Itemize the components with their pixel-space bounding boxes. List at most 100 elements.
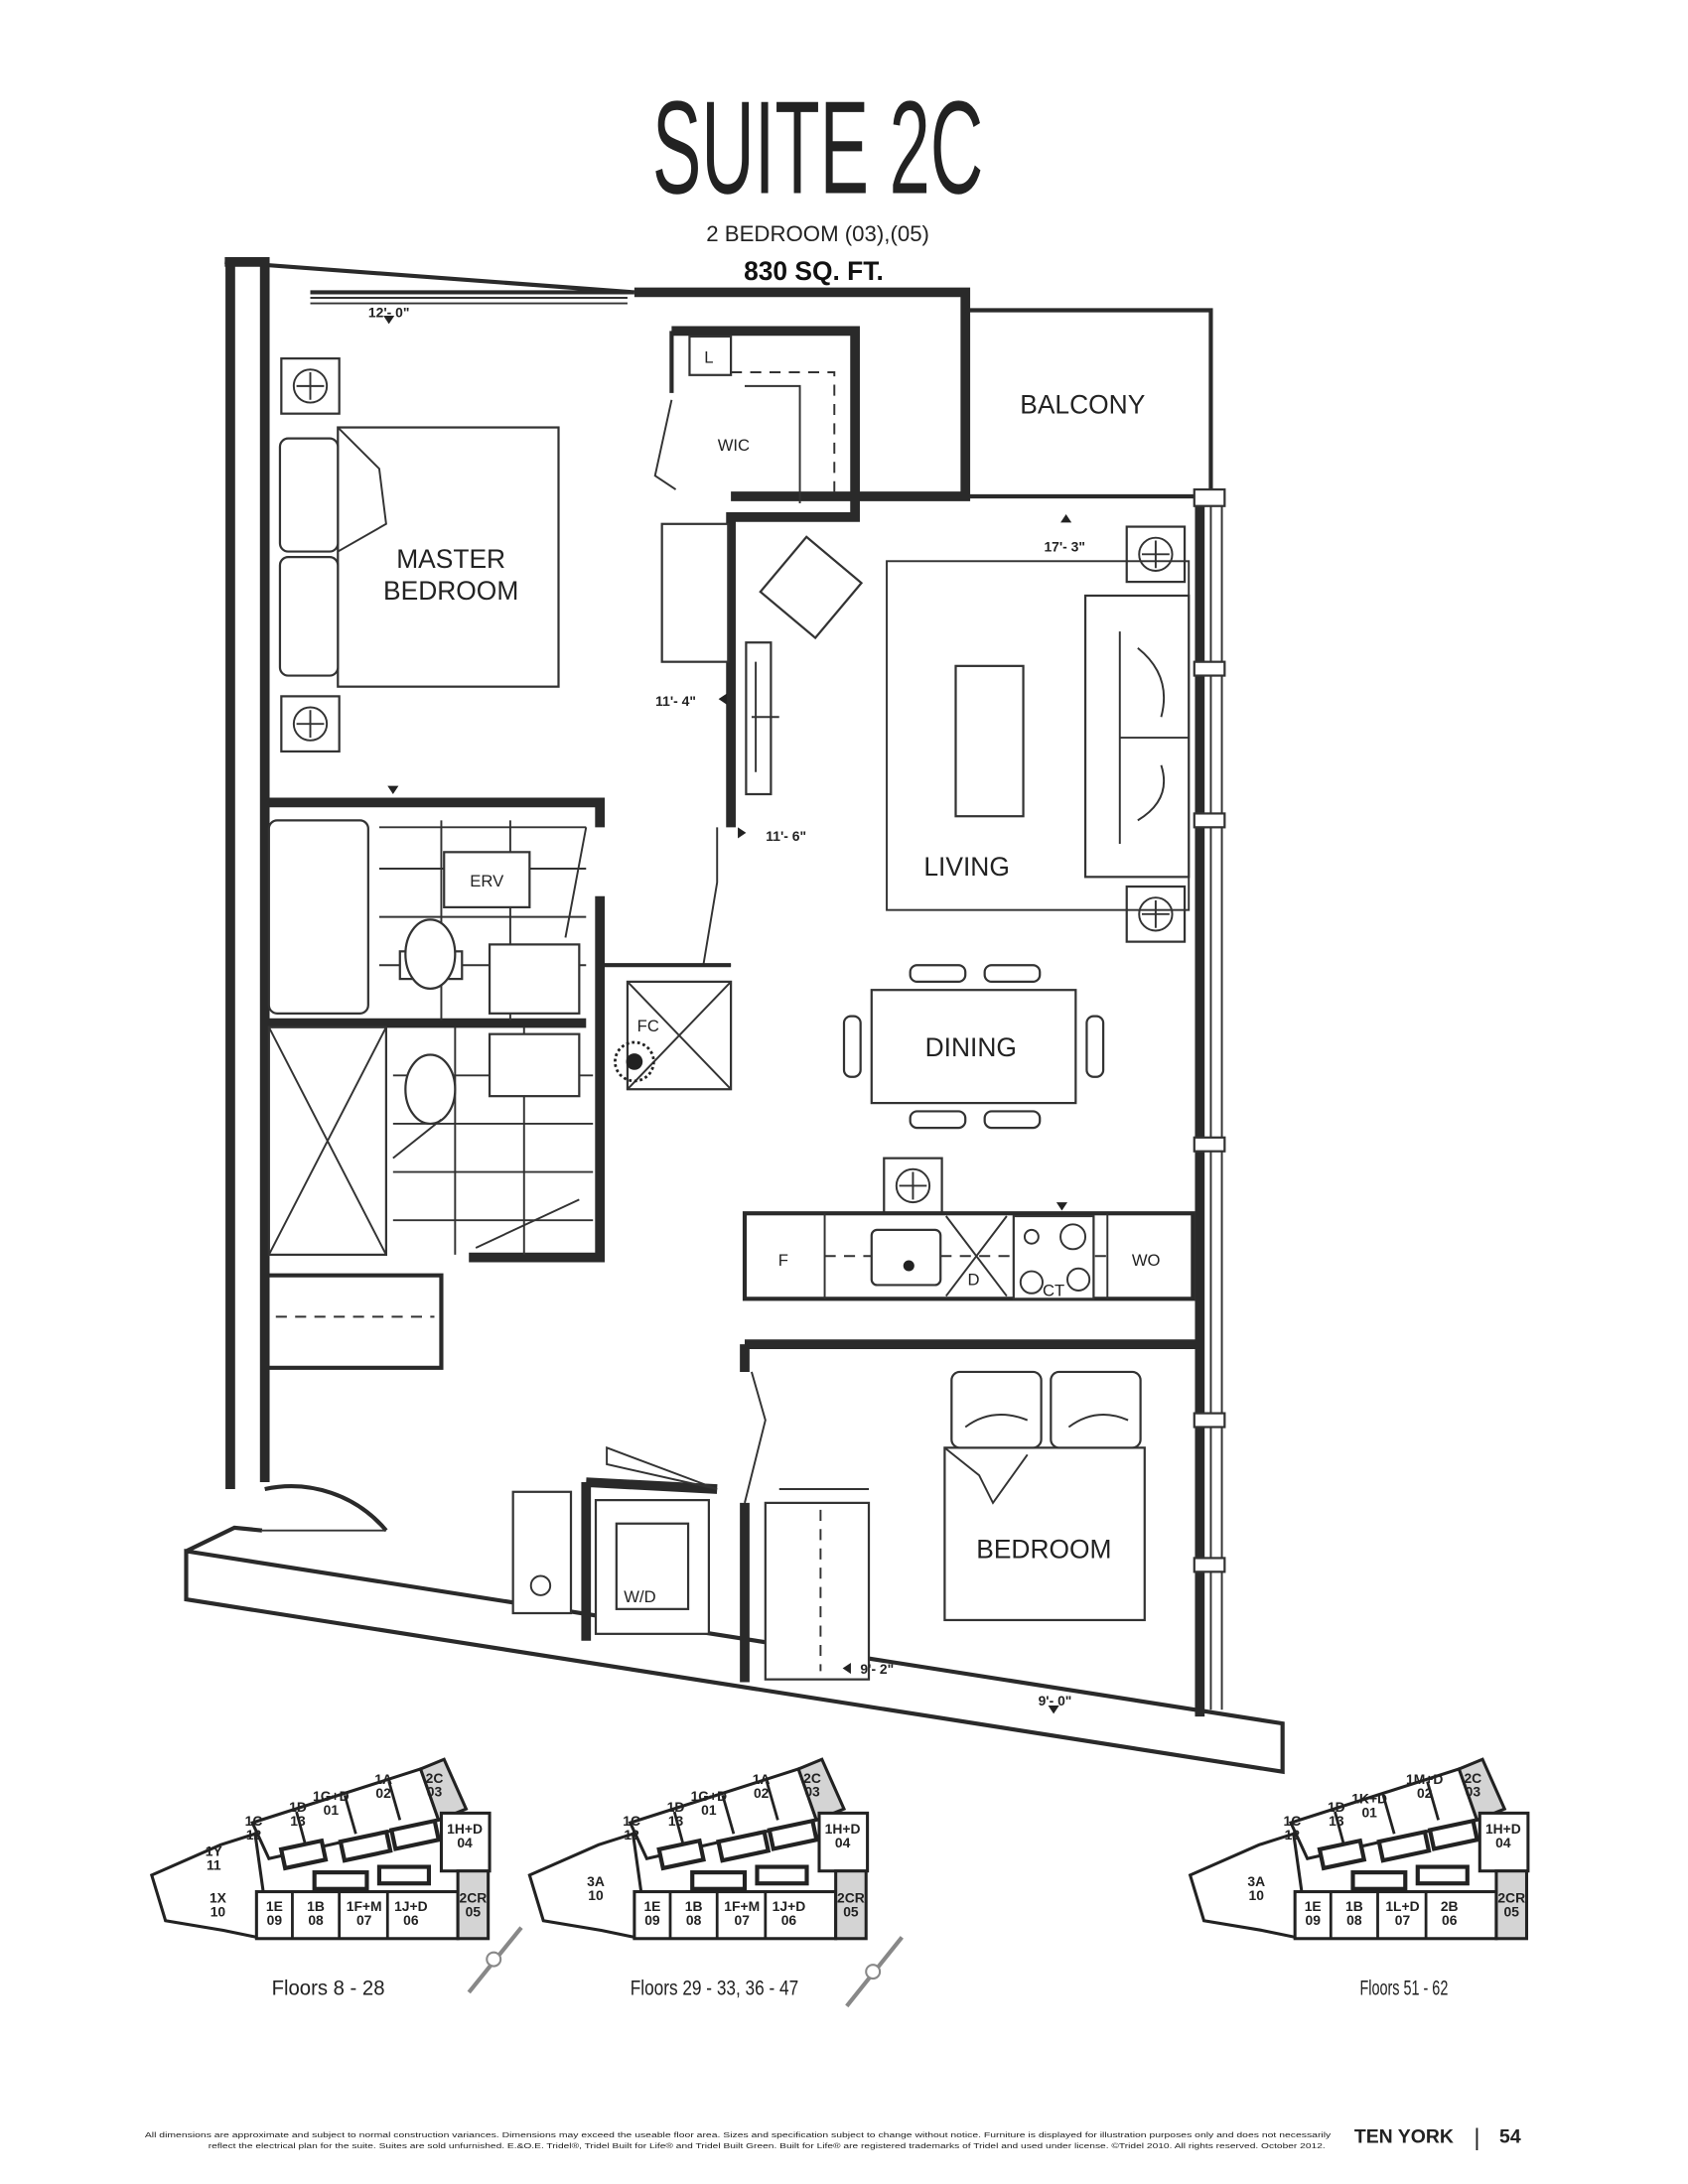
keyplan-unit-number: 04 bbox=[1495, 1835, 1511, 1850]
keyplan-unit-name: 1F+M bbox=[724, 1898, 760, 1914]
suite-floor-plan bbox=[184, 257, 1285, 1775]
keyplan-unit-number: 04 bbox=[457, 1835, 473, 1850]
keyplan-unit-number: 12 bbox=[246, 1827, 262, 1843]
cooktop-label: CT bbox=[1043, 1282, 1064, 1300]
keyplan-unit-name: 1E bbox=[643, 1898, 660, 1914]
keyplan-unit-number: 12 bbox=[624, 1827, 639, 1843]
keyplan-unit-number: 06 bbox=[781, 1912, 797, 1928]
keyplan-unit-name: 1F+M bbox=[347, 1898, 382, 1914]
fridge-label: F bbox=[778, 1251, 788, 1270]
keyplan-caption: Floors 29 - 33, 36 - 47 bbox=[631, 1978, 798, 2000]
keyplan-unit-number: 13 bbox=[1329, 1813, 1344, 1829]
keyplan-unit-name: 1G+D bbox=[313, 1788, 350, 1804]
keyplan-unit-number: 10 bbox=[588, 1887, 604, 1903]
keyplan-unit-number: 08 bbox=[686, 1912, 702, 1928]
keyplan-unit-name: 1A bbox=[753, 1771, 771, 1787]
keyplan-floors-29-47 bbox=[529, 1759, 904, 2008]
keyplan-unit-name: 1B bbox=[307, 1898, 325, 1914]
keyplan-unit-number: 09 bbox=[1306, 1912, 1322, 1928]
keyplan-unit-name: 1A bbox=[374, 1771, 392, 1787]
living-label: LIVING bbox=[923, 852, 1009, 882]
keyplan-unit-name: 2C bbox=[1464, 1770, 1481, 1786]
keyplan-unit-number: 09 bbox=[644, 1912, 660, 1928]
wic-label: WIC bbox=[718, 436, 750, 455]
keyplan-unit-name: 1G+D bbox=[691, 1788, 728, 1804]
keyplan-unit-name: 1J+D bbox=[394, 1898, 428, 1914]
keyplan-unit-number: 03 bbox=[427, 1784, 443, 1800]
keyplan-unit-number: 13 bbox=[290, 1813, 306, 1829]
linen-label: L bbox=[704, 347, 713, 366]
keyplan-unit-number: 01 bbox=[324, 1802, 340, 1818]
keyplan-unit-name: 2CR bbox=[837, 1890, 865, 1906]
dimension-master-width: 12'- 0" bbox=[368, 304, 410, 320]
keyplan-unit-number: 03 bbox=[804, 1784, 820, 1800]
keyplan-unit-name: 1H+D bbox=[825, 1821, 861, 1837]
keyplan-unit-name: 1C bbox=[245, 1813, 263, 1829]
dining-label: DINING bbox=[925, 1032, 1017, 1062]
keyplan-unit-number: 03 bbox=[1466, 1784, 1481, 1800]
keyplan-unit-name: 1C bbox=[623, 1813, 640, 1829]
keyplan-caption: Floors 51 - 62 bbox=[1359, 1978, 1448, 2000]
footer-separator: | bbox=[1474, 2125, 1479, 2151]
keyplan-unit-number: 08 bbox=[308, 1912, 324, 1928]
washer-dryer-label: W/D bbox=[624, 1587, 655, 1606]
keyplan-unit-number: 05 bbox=[1504, 1904, 1520, 1920]
balcony-label: BALCONY bbox=[1020, 390, 1145, 420]
keyplan-unit-number: 09 bbox=[267, 1912, 283, 1928]
disclaimer-line-2: reflect the electrical plan for the suit… bbox=[209, 2141, 1326, 2150]
keyplan-unit-name: 2CR bbox=[460, 1890, 488, 1906]
dimension-living-width: 17'- 3" bbox=[1044, 539, 1085, 555]
bedroom-count: 2 BEDROOM (03),(05) bbox=[706, 221, 929, 246]
keyplan-unit-name: 2C bbox=[426, 1770, 444, 1786]
keyplan-unit-number: 11 bbox=[207, 1856, 221, 1872]
keyplan-unit-number: 06 bbox=[403, 1912, 419, 1928]
keyplan-unit-name: 1H+D bbox=[447, 1821, 483, 1837]
keyplan-caption: Floors 8 - 28 bbox=[272, 1978, 385, 2000]
dimension-bedroom-depth: 9'- 2" bbox=[860, 1661, 894, 1677]
ceiling-light-icon bbox=[1125, 885, 1187, 943]
keyplan-unit-number: 01 bbox=[1361, 1805, 1377, 1821]
keyplan-unit-number: 06 bbox=[1442, 1912, 1458, 1928]
keyplan-unit-name: 1X bbox=[210, 1890, 227, 1906]
keyplan-unit-number: 04 bbox=[835, 1835, 851, 1850]
keyplan-unit-name: 1J+D bbox=[773, 1898, 806, 1914]
ceiling-light-icon bbox=[883, 1157, 943, 1215]
compass-icon bbox=[467, 1926, 523, 1994]
keyplan-unit-name: 1L+D bbox=[1385, 1898, 1419, 1914]
keyplan-unit-number: 02 bbox=[754, 1785, 770, 1801]
keyplan-unit-number: 13 bbox=[668, 1813, 684, 1829]
keyplan-unit-name: 2B bbox=[1441, 1898, 1459, 1914]
keyplan-unit-number: 05 bbox=[843, 1904, 859, 1920]
keyplan-unit-number: 02 bbox=[1417, 1785, 1433, 1801]
brand-name: TEN YORK bbox=[1354, 2125, 1454, 2147]
bedroom-label: BEDROOM bbox=[976, 1534, 1111, 1564]
wall-oven-label: WO bbox=[1132, 1251, 1161, 1270]
keyplan-unit-number: 07 bbox=[735, 1912, 751, 1928]
dishwasher-label: D bbox=[968, 1270, 980, 1289]
keyplan-unit-name: 1D bbox=[1328, 1799, 1345, 1815]
square-footage: 830 SQ. FT. bbox=[744, 256, 884, 286]
dimension-bedroom-width: 9'- 0" bbox=[1039, 1693, 1072, 1708]
fc-label: FC bbox=[637, 1017, 659, 1035]
keyplan-unit-name: 1B bbox=[685, 1898, 703, 1914]
keyplan-unit-number: 10 bbox=[211, 1904, 226, 1920]
keyplan-unit-number: 07 bbox=[356, 1912, 372, 1928]
disclaimer-line-1: All dimensions are approximate and subje… bbox=[145, 2130, 1332, 2139]
ceiling-light-icon bbox=[280, 695, 341, 753]
ceiling-light-icon bbox=[280, 356, 341, 415]
suite-title: SUITE 2C bbox=[652, 73, 983, 221]
keyplan-unit-number: 10 bbox=[1249, 1887, 1265, 1903]
keyplan-unit-name: 1C bbox=[1284, 1813, 1302, 1829]
keyplan-unit-number: 01 bbox=[701, 1802, 717, 1818]
keyplan-unit-name: 1K+D bbox=[1351, 1791, 1387, 1807]
keyplan-floors-8-28 bbox=[152, 1759, 523, 1994]
keyplan-unit-name: 1M+D bbox=[1406, 1771, 1443, 1787]
keyplan-unit-number: 08 bbox=[1346, 1912, 1362, 1928]
keyplan-unit-name: 3A bbox=[587, 1873, 605, 1889]
erv-label: ERV bbox=[470, 872, 504, 890]
keyplan-unit-name: 1B bbox=[1345, 1898, 1363, 1914]
keyplan-unit-name: 1D bbox=[667, 1799, 685, 1815]
dimension-hall: 11'- 6" bbox=[766, 828, 806, 844]
